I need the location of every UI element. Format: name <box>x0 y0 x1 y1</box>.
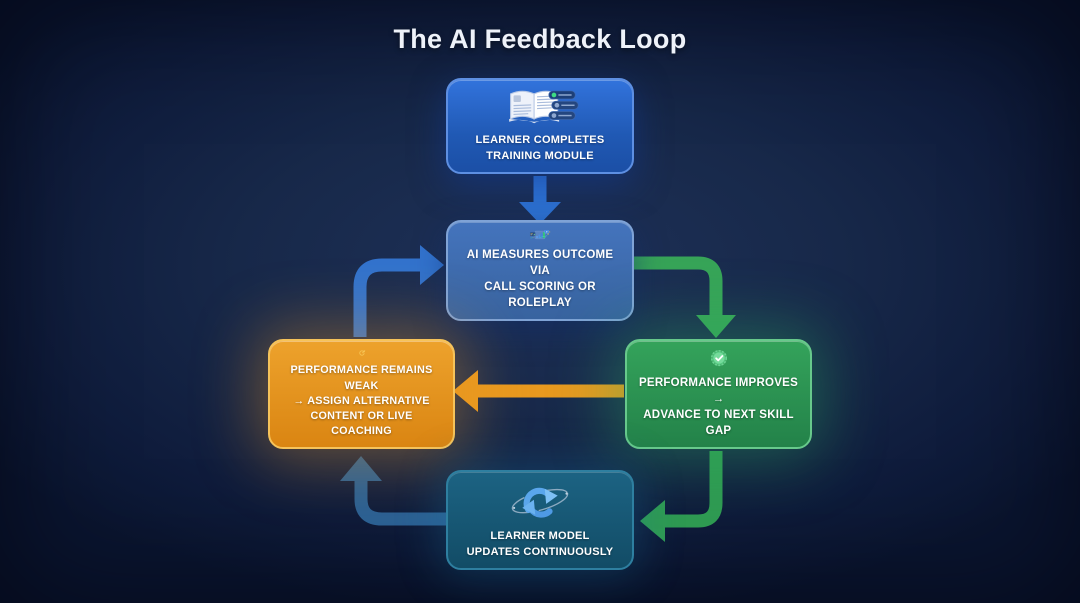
edge-measure-to-improve-arrow <box>634 256 736 338</box>
node-performance-improves: PERFORMANCE IMPROVES → ADVANCE TO NEXT S… <box>625 339 812 449</box>
node-train-label: LEARNER COMPLETES TRAINING MODULE <box>475 134 605 162</box>
arrowhead-right-icon <box>420 245 444 285</box>
node-learner-model-updates: LEARNER MODEL UPDATES CONTINUOUSLY <box>446 470 634 570</box>
arrowhead-left-icon <box>453 370 478 412</box>
node-ai-measures-outcome: AI AI MEASURES OUTCOME VIA CALL SCORING … <box>446 220 634 321</box>
ai-bar-chart-icon: AI <box>529 230 551 240</box>
edge-train-to-measure-arrow <box>519 176 561 224</box>
sync-orbit-icon <box>511 487 569 518</box>
page-title: The AI Feedback Loop <box>393 24 687 54</box>
node-improve-label: PERFORMANCE IMPROVES → ADVANCE TO NEXT S… <box>639 376 798 437</box>
ai-badge-label: AI <box>546 230 548 233</box>
open-book-checklist-icon <box>509 90 579 124</box>
node-measure-label: AI MEASURES OUTCOME VIA CALL SCORING OR … <box>466 248 614 309</box>
node-learner-completes-training: LEARNER COMPLETES TRAINING MODULE <box>446 78 634 174</box>
node-remediate-label: PERFORMANCE REMAINS WEAK → ASSIGN ALTERN… <box>290 364 433 437</box>
node-performance-remains-weak: PERFORMANCE REMAINS WEAK → ASSIGN ALTERN… <box>268 339 455 449</box>
verified-badge-check-icon <box>710 350 727 367</box>
arrowhead-down-icon <box>696 315 736 338</box>
edge-improve-to-update-arrow <box>640 451 723 542</box>
arrowhead-left-icon <box>640 500 665 542</box>
arrowhead-up-icon <box>340 456 382 481</box>
edge-update-to-remediate-arrow <box>340 456 447 526</box>
edge-remediate-to-measure-arrow <box>353 245 444 337</box>
node-update-label: LEARNER MODEL UPDATES CONTINUOUSLY <box>466 530 614 558</box>
redo-circular-arrow-icon <box>358 350 365 356</box>
edge-improve-to-remediate-arrow <box>453 370 624 412</box>
